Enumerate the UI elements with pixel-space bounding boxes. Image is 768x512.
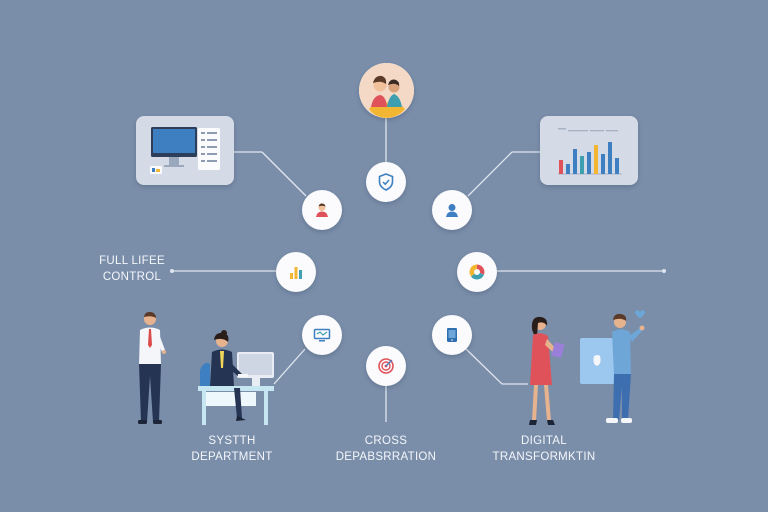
woman-with-folder-illustration (529, 316, 565, 425)
target-icon (378, 358, 394, 374)
label-cross-departmentation-line1: CROSS (364, 435, 408, 447)
label-digital-transformation-line2: TRANSFORMKTIN (492, 451, 596, 463)
shield-node[interactable] (366, 162, 406, 202)
pie-chart-icon (469, 264, 485, 280)
monitor-node[interactable] (302, 315, 342, 355)
monitor-icon (313, 328, 331, 342)
bar-chart-node[interactable] (276, 252, 316, 292)
label-full-life-control: FULL LIFEE CONTROL (96, 253, 168, 285)
user-blue-icon (446, 204, 458, 217)
pie-chart-node[interactable] (457, 252, 497, 292)
tablet-icon (447, 328, 457, 342)
label-cross-departmentation: CROSS DEPABSRRATION (332, 433, 440, 465)
label-full-life-control-line1: FULL LIFEE (99, 255, 165, 267)
standing-man-illustration (138, 311, 166, 424)
chart-card-icon (558, 128, 622, 175)
tablet-node[interactable] (432, 315, 472, 355)
computer-card-icon (150, 127, 220, 174)
shield-icon (378, 173, 394, 191)
chart-card (540, 116, 638, 185)
target-node[interactable] (366, 346, 406, 386)
desk-worker-illustration (198, 330, 274, 425)
user-red-node[interactable] (302, 190, 342, 230)
man-with-board-illustration (580, 310, 645, 423)
computer-card (136, 116, 234, 185)
label-cross-departmentation-line2: DEPABSRRATION (335, 451, 437, 463)
label-system-department-line2: DEPARTMENT (191, 451, 273, 463)
label-full-life-control-line2: CONTROL (102, 271, 162, 283)
label-system-department: SYSTTH DEPARTMENT (182, 433, 282, 465)
label-digital-transformation-line1: DIGITAL (521, 435, 567, 447)
bar-chart-icon (290, 267, 302, 279)
user-red-icon (316, 203, 328, 217)
label-digital-transformation: DIGITAL TRANSFORMKTIN (486, 433, 602, 465)
user-blue-node[interactable] (432, 190, 472, 230)
team-avatar-icon (359, 63, 414, 118)
team-avatar-node[interactable] (359, 63, 414, 118)
label-system-department-line1: SYSTTH (208, 435, 256, 447)
